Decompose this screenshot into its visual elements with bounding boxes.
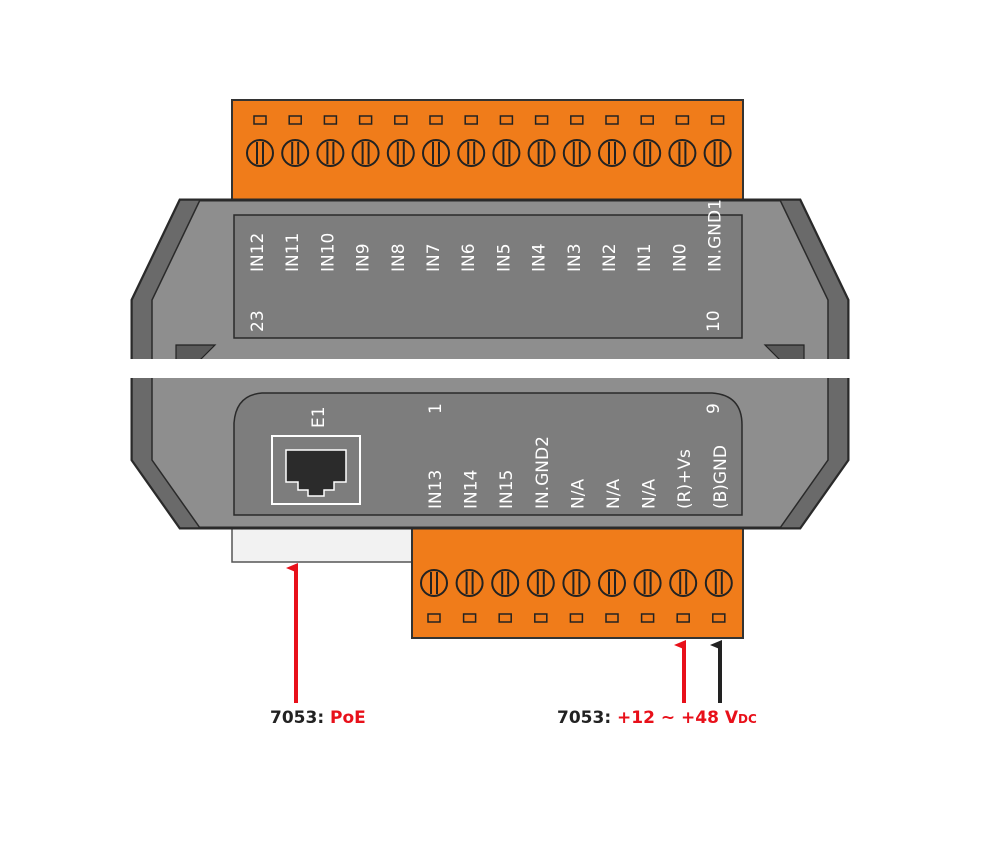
top-label: IN.GND1 [706,199,726,272]
top-label: IN7 [424,243,444,272]
top-label: IN6 [459,243,479,272]
top-terminal-block [231,99,744,203]
bottom-pin-right: 9 [704,403,724,414]
top-label: IN10 [318,233,338,272]
top-label: IN9 [354,243,374,272]
screw-terminal-icon [562,569,591,623]
top-label: IN12 [248,233,268,272]
ethernet-port: E1 [271,406,361,505]
ethernet-label: E1 [309,406,329,428]
bottom-label: (R)+Vs [675,449,695,509]
screw-terminal-icon [386,115,415,167]
screw-terminal-icon [457,115,486,167]
bottom-label: N/A [568,479,588,509]
screw-terminal-icon [281,115,310,167]
bottom-label: IN13 [426,470,446,509]
rj45-port-icon [271,435,361,505]
bottom-label: IN14 [462,470,482,509]
screw-terminal-icon [633,569,662,623]
bottom-label: N/A [604,479,624,509]
screw-terminal-icon [491,569,520,623]
screw-terminal-icon [598,569,626,623]
top-label: IN5 [494,243,514,272]
top-label: IN4 [530,243,550,272]
top-label: IN0 [670,243,690,272]
top-label: IN1 [635,243,655,272]
screw-terminal-icon [704,569,733,623]
screw-terminal-icon [351,115,380,167]
screw-terminal-icon [422,115,450,167]
top-labels: IN12 IN11 IN10 IN9 IN8 IN7 IN6 IN5 IN4 IN3 IN2 IN1 I… [248,199,726,332]
bottom-label: IN15 [497,470,517,509]
break-band [120,359,860,378]
screw-terminal-icon [455,569,484,623]
top-label: IN8 [389,243,409,272]
screw-terminal-icon [492,115,521,167]
bottom-pin-left: 1 [426,403,446,414]
top-label: IN2 [600,243,620,272]
top-pin-right: 10 [704,310,724,332]
screw-terminal-icon [598,115,626,167]
top-pin-left: 23 [248,310,268,332]
screw-terminal-icon [316,115,345,167]
screw-terminal-icon [633,115,662,167]
poe-caption: 7053: PoE [270,708,366,728]
bottom-label: N/A [640,479,660,509]
bottom-label: IN.GND2 [533,436,553,509]
screw-terminal-icon [527,115,556,167]
poe-strip [231,527,415,563]
bottom-label: (B)GND [711,445,731,509]
top-label: IN3 [565,243,585,272]
screw-terminal-icon [703,115,732,167]
screw-terminal-icon [669,569,698,623]
bottom-terminal-block [411,527,744,639]
screw-terminal-icon [668,115,697,167]
power-caption: 7053: +12 ~ +48 VDC [557,708,757,728]
screw-terminal-icon [246,115,274,167]
screw-terminal-icon [562,115,591,167]
top-label: IN11 [283,233,303,272]
screw-terminal-icon [420,569,448,623]
screw-terminal-icon [526,569,555,623]
top-label-panel [233,214,743,339]
